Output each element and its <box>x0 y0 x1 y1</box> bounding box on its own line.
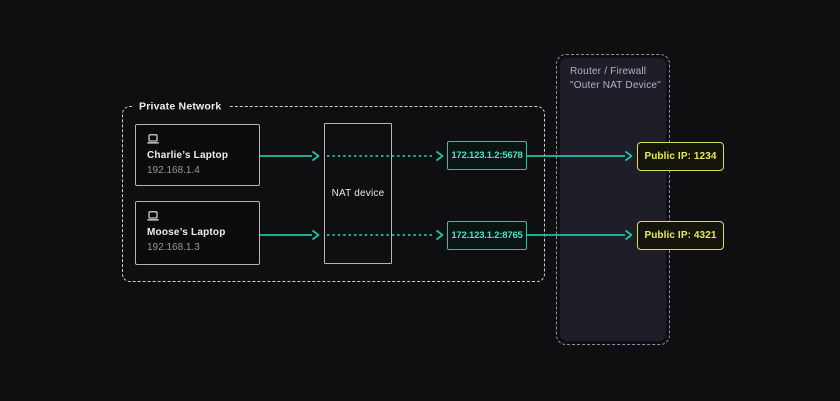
router-firewall-region: Router / Firewall "Outer NAT Device" <box>556 54 670 345</box>
device-box-moose: Moose’s Laptop 192.168.1.3 <box>135 201 260 265</box>
nat-device-box: NAT device <box>324 123 392 264</box>
router-label-line1: Router / Firewall <box>570 66 647 77</box>
device-ip: 192.168.1.4 <box>147 165 200 176</box>
laptop-icon <box>147 211 248 221</box>
router-label-line2: "Outer NAT Device" <box>570 80 661 91</box>
translated-address-1: 172.123.1.2:5678 <box>447 141 527 170</box>
public-ip-2: Public IP: 4321 <box>637 221 724 250</box>
device-name: Moose’s Laptop <box>147 227 226 238</box>
private-network-label: Private Network <box>132 100 229 113</box>
laptop-icon <box>147 134 248 144</box>
router-firewall-fill: Router / Firewall "Outer NAT Device" <box>560 58 666 341</box>
nat-device-label: NAT device <box>331 188 385 199</box>
translated-address-2: 172.123.1.2:8765 <box>447 221 527 250</box>
device-box-charlie: Charlie’s Laptop 192.168.1.4 <box>135 124 260 186</box>
device-name: Charlie’s Laptop <box>147 150 229 161</box>
device-ip: 192.168.1.3 <box>147 242 200 253</box>
private-network-region: Private Network <box>122 100 545 282</box>
public-ip-1: Public IP: 1234 <box>637 142 724 171</box>
